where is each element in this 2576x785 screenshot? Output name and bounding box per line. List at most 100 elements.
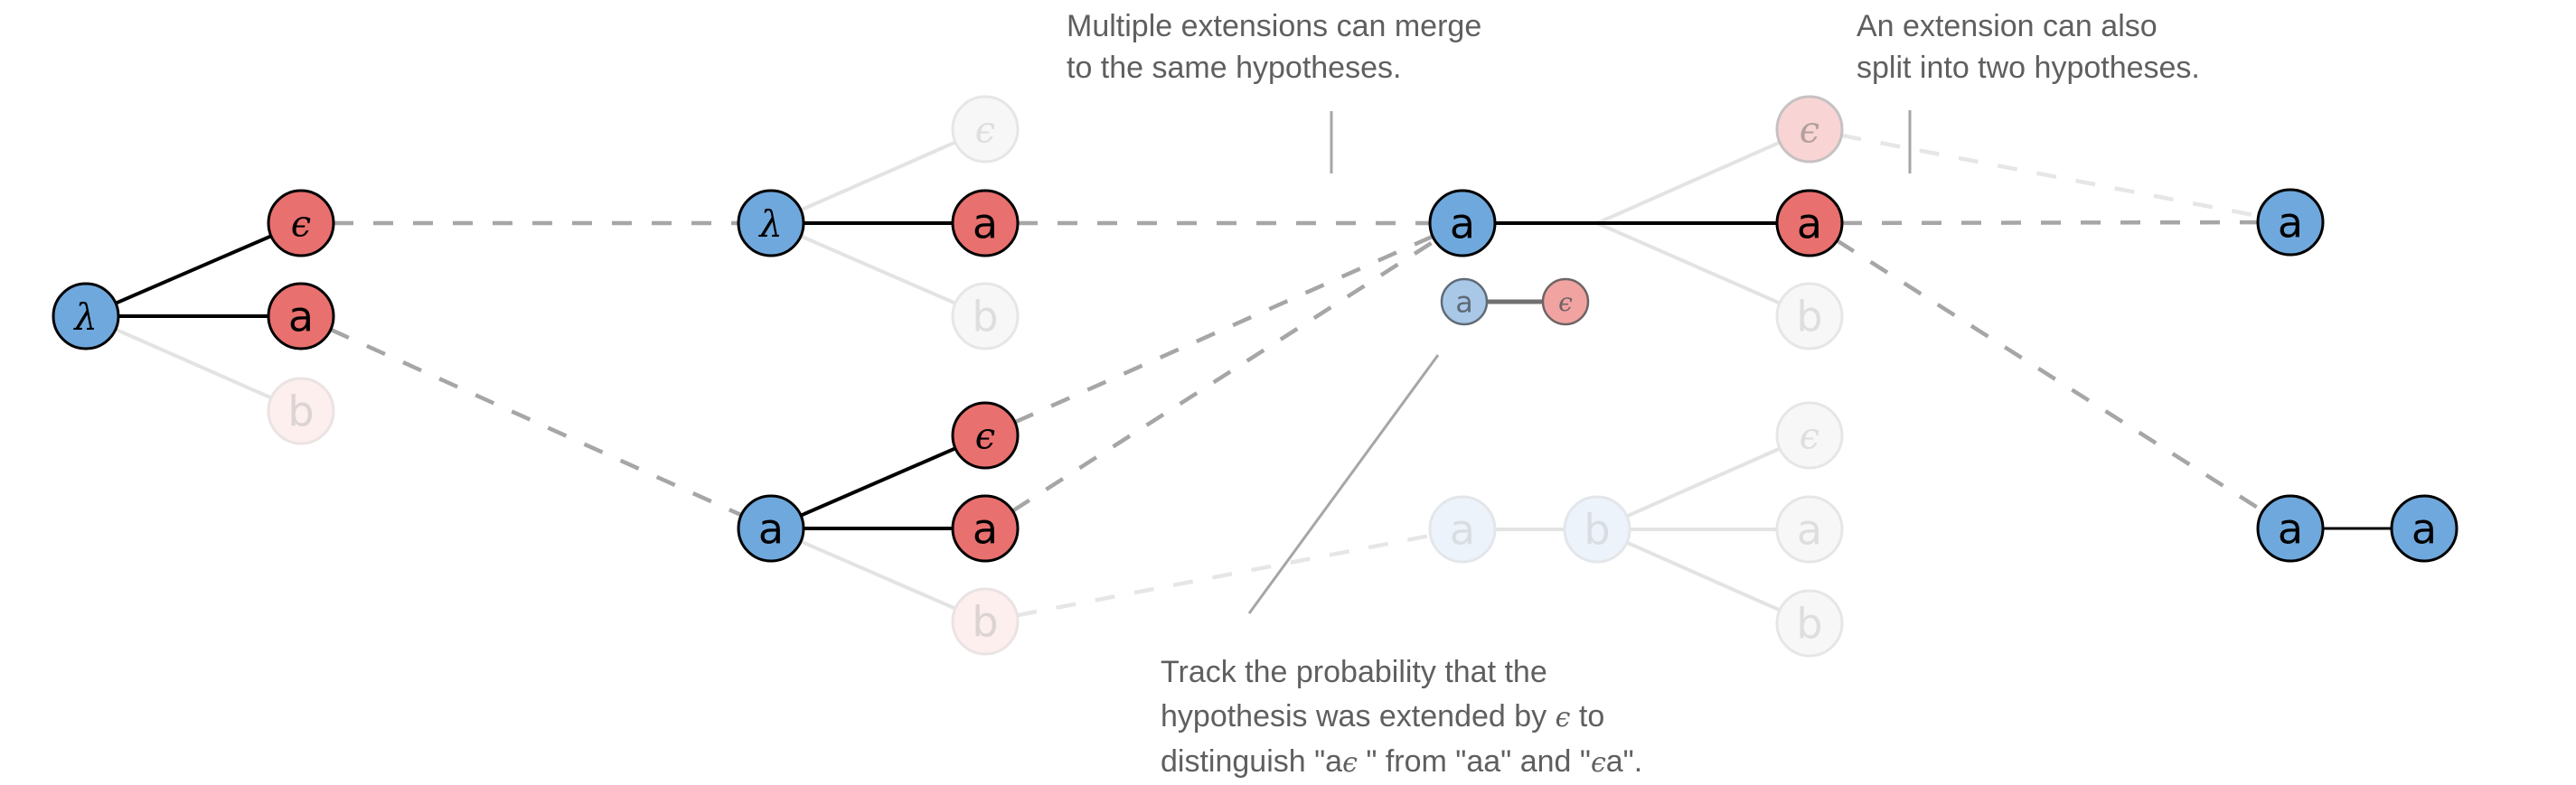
node-label: ϵ bbox=[1800, 109, 1819, 151]
hypothesis-transition-dashed bbox=[329, 327, 743, 518]
node-label: a bbox=[758, 505, 784, 554]
node-label: b bbox=[287, 388, 314, 436]
tree-node-s2b-b2: b bbox=[1775, 589, 1844, 658]
node-label: a bbox=[1450, 506, 1475, 555]
tree-node-s3-a: a bbox=[2256, 188, 2325, 257]
annotation-merge-line-1: Multiple extensions can merge bbox=[1067, 9, 1482, 43]
hypothesis-transition-dashed bbox=[1013, 234, 1434, 425]
tree-node-s2b-eps: ϵ bbox=[1775, 401, 1844, 470]
node-label: a bbox=[1455, 285, 1473, 320]
node-circle bbox=[951, 401, 1020, 470]
node-circle bbox=[951, 587, 1020, 656]
tree-node-s2b-b: b bbox=[1563, 495, 1631, 564]
node-label: a bbox=[2411, 505, 2437, 554]
tree-node-s2b-a2: a bbox=[1775, 495, 1844, 564]
tree-edge-faint bbox=[800, 539, 956, 611]
node-label: b bbox=[972, 598, 998, 647]
epsilon-symbol: ϵ bbox=[1555, 702, 1571, 734]
epsilon-symbol: ϵ bbox=[1590, 747, 1606, 779]
node-label: b bbox=[1796, 293, 1822, 341]
node-circle bbox=[267, 377, 335, 445]
node-circle bbox=[1775, 495, 1844, 564]
node-label: b bbox=[1796, 600, 1822, 649]
node-circle bbox=[951, 95, 1020, 164]
tree-edge-faint bbox=[800, 140, 956, 212]
annotation-split-line-2: split into two hypotheses. bbox=[1857, 51, 2200, 85]
node-circle bbox=[2390, 494, 2458, 563]
node-circle bbox=[737, 494, 805, 563]
node-circle bbox=[1775, 95, 1844, 164]
tree-edge-faint bbox=[115, 327, 272, 400]
node-circle bbox=[1563, 495, 1631, 564]
node-circle bbox=[267, 282, 335, 350]
hypothesis-transition-dashed bbox=[1011, 238, 1436, 513]
node-label: a bbox=[2278, 505, 2303, 554]
tree-node-s2b-a: a bbox=[1428, 495, 1497, 564]
hypothesis-transition-dashed bbox=[1841, 220, 2259, 226]
node-label: ϵ bbox=[1558, 287, 1573, 317]
node-label: b bbox=[1584, 506, 1610, 555]
annotation-track-text: hypothesis was extended by bbox=[1161, 699, 1556, 734]
annotation-split-line-1: An extension can also bbox=[1857, 9, 2158, 43]
annotation-track-text: to bbox=[1570, 699, 1605, 734]
node-label: a bbox=[2278, 199, 2303, 248]
node-label: a bbox=[973, 200, 998, 248]
node-label: a bbox=[288, 293, 314, 341]
tree-node-s0-root: λ bbox=[52, 282, 120, 350]
node-label: a bbox=[1797, 200, 1822, 248]
node-label: a bbox=[1450, 200, 1475, 248]
tree-node-s2-eps: ϵ bbox=[1775, 95, 1844, 164]
node-circle bbox=[1775, 282, 1844, 350]
tree-edge-faint bbox=[1626, 540, 1781, 612]
node-circle bbox=[1541, 277, 1590, 326]
node-label: ϵ bbox=[1800, 416, 1819, 457]
tree-node-s2-small-a: a bbox=[1440, 277, 1489, 326]
node-circle bbox=[1775, 401, 1844, 470]
annotation-merge: Multiple extensions can merge to the sam… bbox=[1067, 5, 1481, 89]
hypothesis-transition-dashed-faint bbox=[1840, 133, 2260, 219]
hypothesis-transition-dashed bbox=[1836, 238, 2264, 513]
tree-node-s2-a: a bbox=[1775, 189, 1844, 257]
annotation-pointers bbox=[1247, 110, 1912, 614]
annotation-track-line-1: Track the probability that the bbox=[1161, 655, 1547, 689]
node-circle bbox=[1440, 277, 1489, 326]
annotation-track-line-2: hypothesis was extended by ϵ to bbox=[1161, 695, 1642, 740]
node-circle bbox=[2256, 494, 2325, 563]
edges-layer bbox=[115, 133, 2392, 618]
node-circle bbox=[2256, 188, 2325, 257]
node-circle bbox=[267, 189, 335, 257]
node-circle bbox=[737, 189, 805, 257]
node-label: ϵ bbox=[291, 203, 311, 245]
tree-node-s2-b: b bbox=[1775, 282, 1844, 350]
tree-edge bbox=[800, 446, 956, 518]
node-label: b bbox=[972, 293, 998, 341]
tree-node-s1b-root: a bbox=[737, 494, 805, 563]
tree-node-s1-a: a bbox=[951, 189, 1020, 257]
tree-node-s1-root: λ bbox=[737, 189, 805, 257]
tree-edge-faint bbox=[1626, 446, 1781, 519]
tree-edge-faint bbox=[1596, 140, 1781, 225]
node-label: λ bbox=[72, 296, 97, 338]
node-circle bbox=[951, 282, 1020, 350]
tree-node-s1-eps: ϵ bbox=[951, 95, 1020, 164]
annotation-track-line-3: distinguish "aϵ " from "aa" and "ϵa". bbox=[1161, 740, 1642, 785]
node-label: a bbox=[1797, 506, 1822, 555]
tree-edge-faint bbox=[800, 234, 956, 305]
node-circle bbox=[52, 282, 120, 350]
hypothesis-transition-dashed-faint bbox=[1016, 533, 1432, 618]
node-circle bbox=[1428, 495, 1497, 564]
annotation-split: An extension can also split into two hyp… bbox=[1857, 5, 2200, 89]
node-circle bbox=[1775, 589, 1844, 658]
epsilon-symbol: ϵ bbox=[1342, 747, 1358, 779]
node-label: a bbox=[973, 505, 998, 554]
node-label: ϵ bbox=[975, 109, 995, 151]
tree-node-s0-b: b bbox=[267, 377, 335, 445]
tree-node-s1b-eps: ϵ bbox=[951, 401, 1020, 470]
node-circle bbox=[1428, 189, 1497, 257]
tree-node-s2-small-eps: ϵ bbox=[1541, 277, 1590, 326]
track-pointer-line bbox=[1247, 354, 1440, 614]
annotation-track-text: a". bbox=[1605, 744, 1643, 779]
node-circle bbox=[951, 189, 1020, 257]
annotation-track-text: " from "aa" and " bbox=[1357, 744, 1591, 779]
